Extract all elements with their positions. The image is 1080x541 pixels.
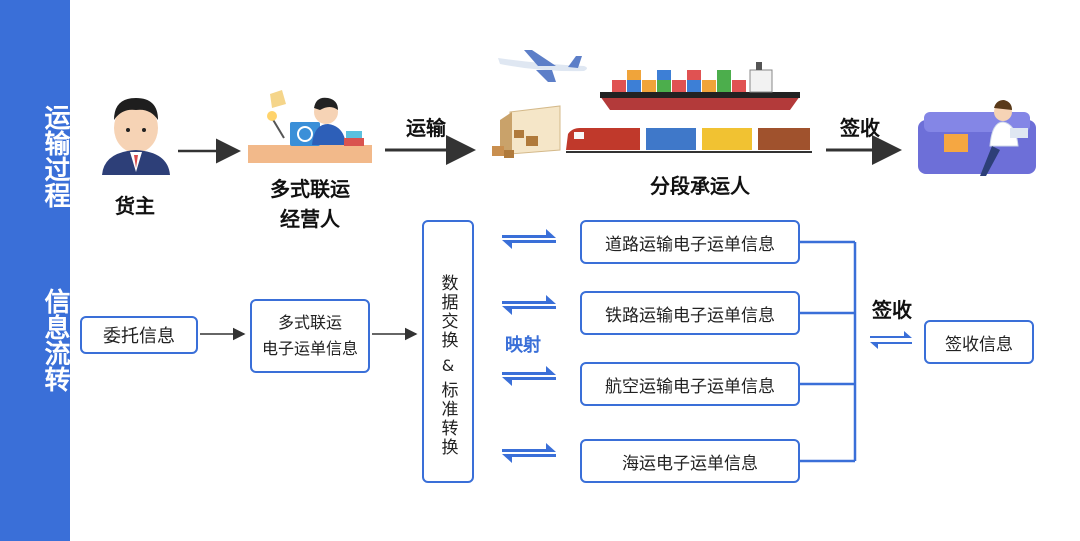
air-waybill-box: 航空运输电子运单信息	[580, 362, 800, 406]
truck-icon	[492, 105, 561, 158]
mode-connector	[800, 240, 857, 463]
airplane-icon	[498, 50, 587, 82]
standard-conversion-text: 标准转换	[437, 381, 458, 457]
sidebar	[0, 0, 70, 541]
operator-label-line2: 经营人	[280, 207, 340, 231]
data-exchange-text: 数据交换	[437, 274, 458, 350]
multimodal-waybill-line2: 电子运单信息	[261, 339, 358, 358]
sidebar-info-text: 信息流转	[40, 288, 70, 392]
rail-waybill-text: 铁路运输电子运单信息	[605, 305, 775, 326]
ampersand-text: &	[441, 356, 455, 375]
recipient-sofa-icon	[918, 100, 1036, 176]
data-exchange-box: 数据交换 & 标准转换	[422, 220, 474, 483]
receipt-info-box: 签收信息	[924, 320, 1034, 364]
road-waybill-box: 道路运输电子运单信息	[580, 220, 800, 264]
mapping-label: 映射	[505, 335, 541, 356]
container-ship-icon	[600, 62, 800, 110]
multimodal-waybill-box: 多式联运 电子运单信息	[250, 299, 370, 373]
receive-info-label: 签收	[872, 298, 912, 322]
operator-desk-icon	[248, 90, 372, 163]
carrier-label: 分段承运人	[650, 174, 750, 198]
sea-waybill-box: 海运电子运单信息	[580, 439, 800, 483]
receipt-info-text: 签收信息	[945, 334, 1013, 355]
multimodal-waybill-line1: 多式联运	[277, 313, 342, 332]
transport-arrow-label: 运输	[406, 116, 446, 140]
sidebar-transport-text: 运输过程	[40, 104, 70, 208]
operator-label-line1: 多式联运	[270, 177, 350, 201]
operator-label: 多式联运 经营人	[250, 174, 370, 234]
train-icon	[566, 128, 812, 153]
air-waybill-text: 航空运输电子运单信息	[605, 376, 775, 397]
sidebar-transport-label: 运输过程	[0, 86, 70, 226]
rail-waybill-box: 铁路运输电子运单信息	[580, 291, 800, 335]
commission-info-box: 委托信息	[80, 316, 198, 354]
shipper-label: 货主	[115, 194, 155, 218]
shipper-person-icon	[102, 98, 170, 175]
receive-arrow-label: 签收	[840, 116, 880, 140]
commission-info-text: 委托信息	[103, 326, 175, 347]
sea-waybill-text: 海运电子运单信息	[622, 453, 758, 474]
road-waybill-text: 道路运输电子运单信息	[605, 234, 775, 255]
sidebar-info-label: 信息流转	[0, 270, 70, 410]
mapping-arrows	[502, 229, 912, 463]
